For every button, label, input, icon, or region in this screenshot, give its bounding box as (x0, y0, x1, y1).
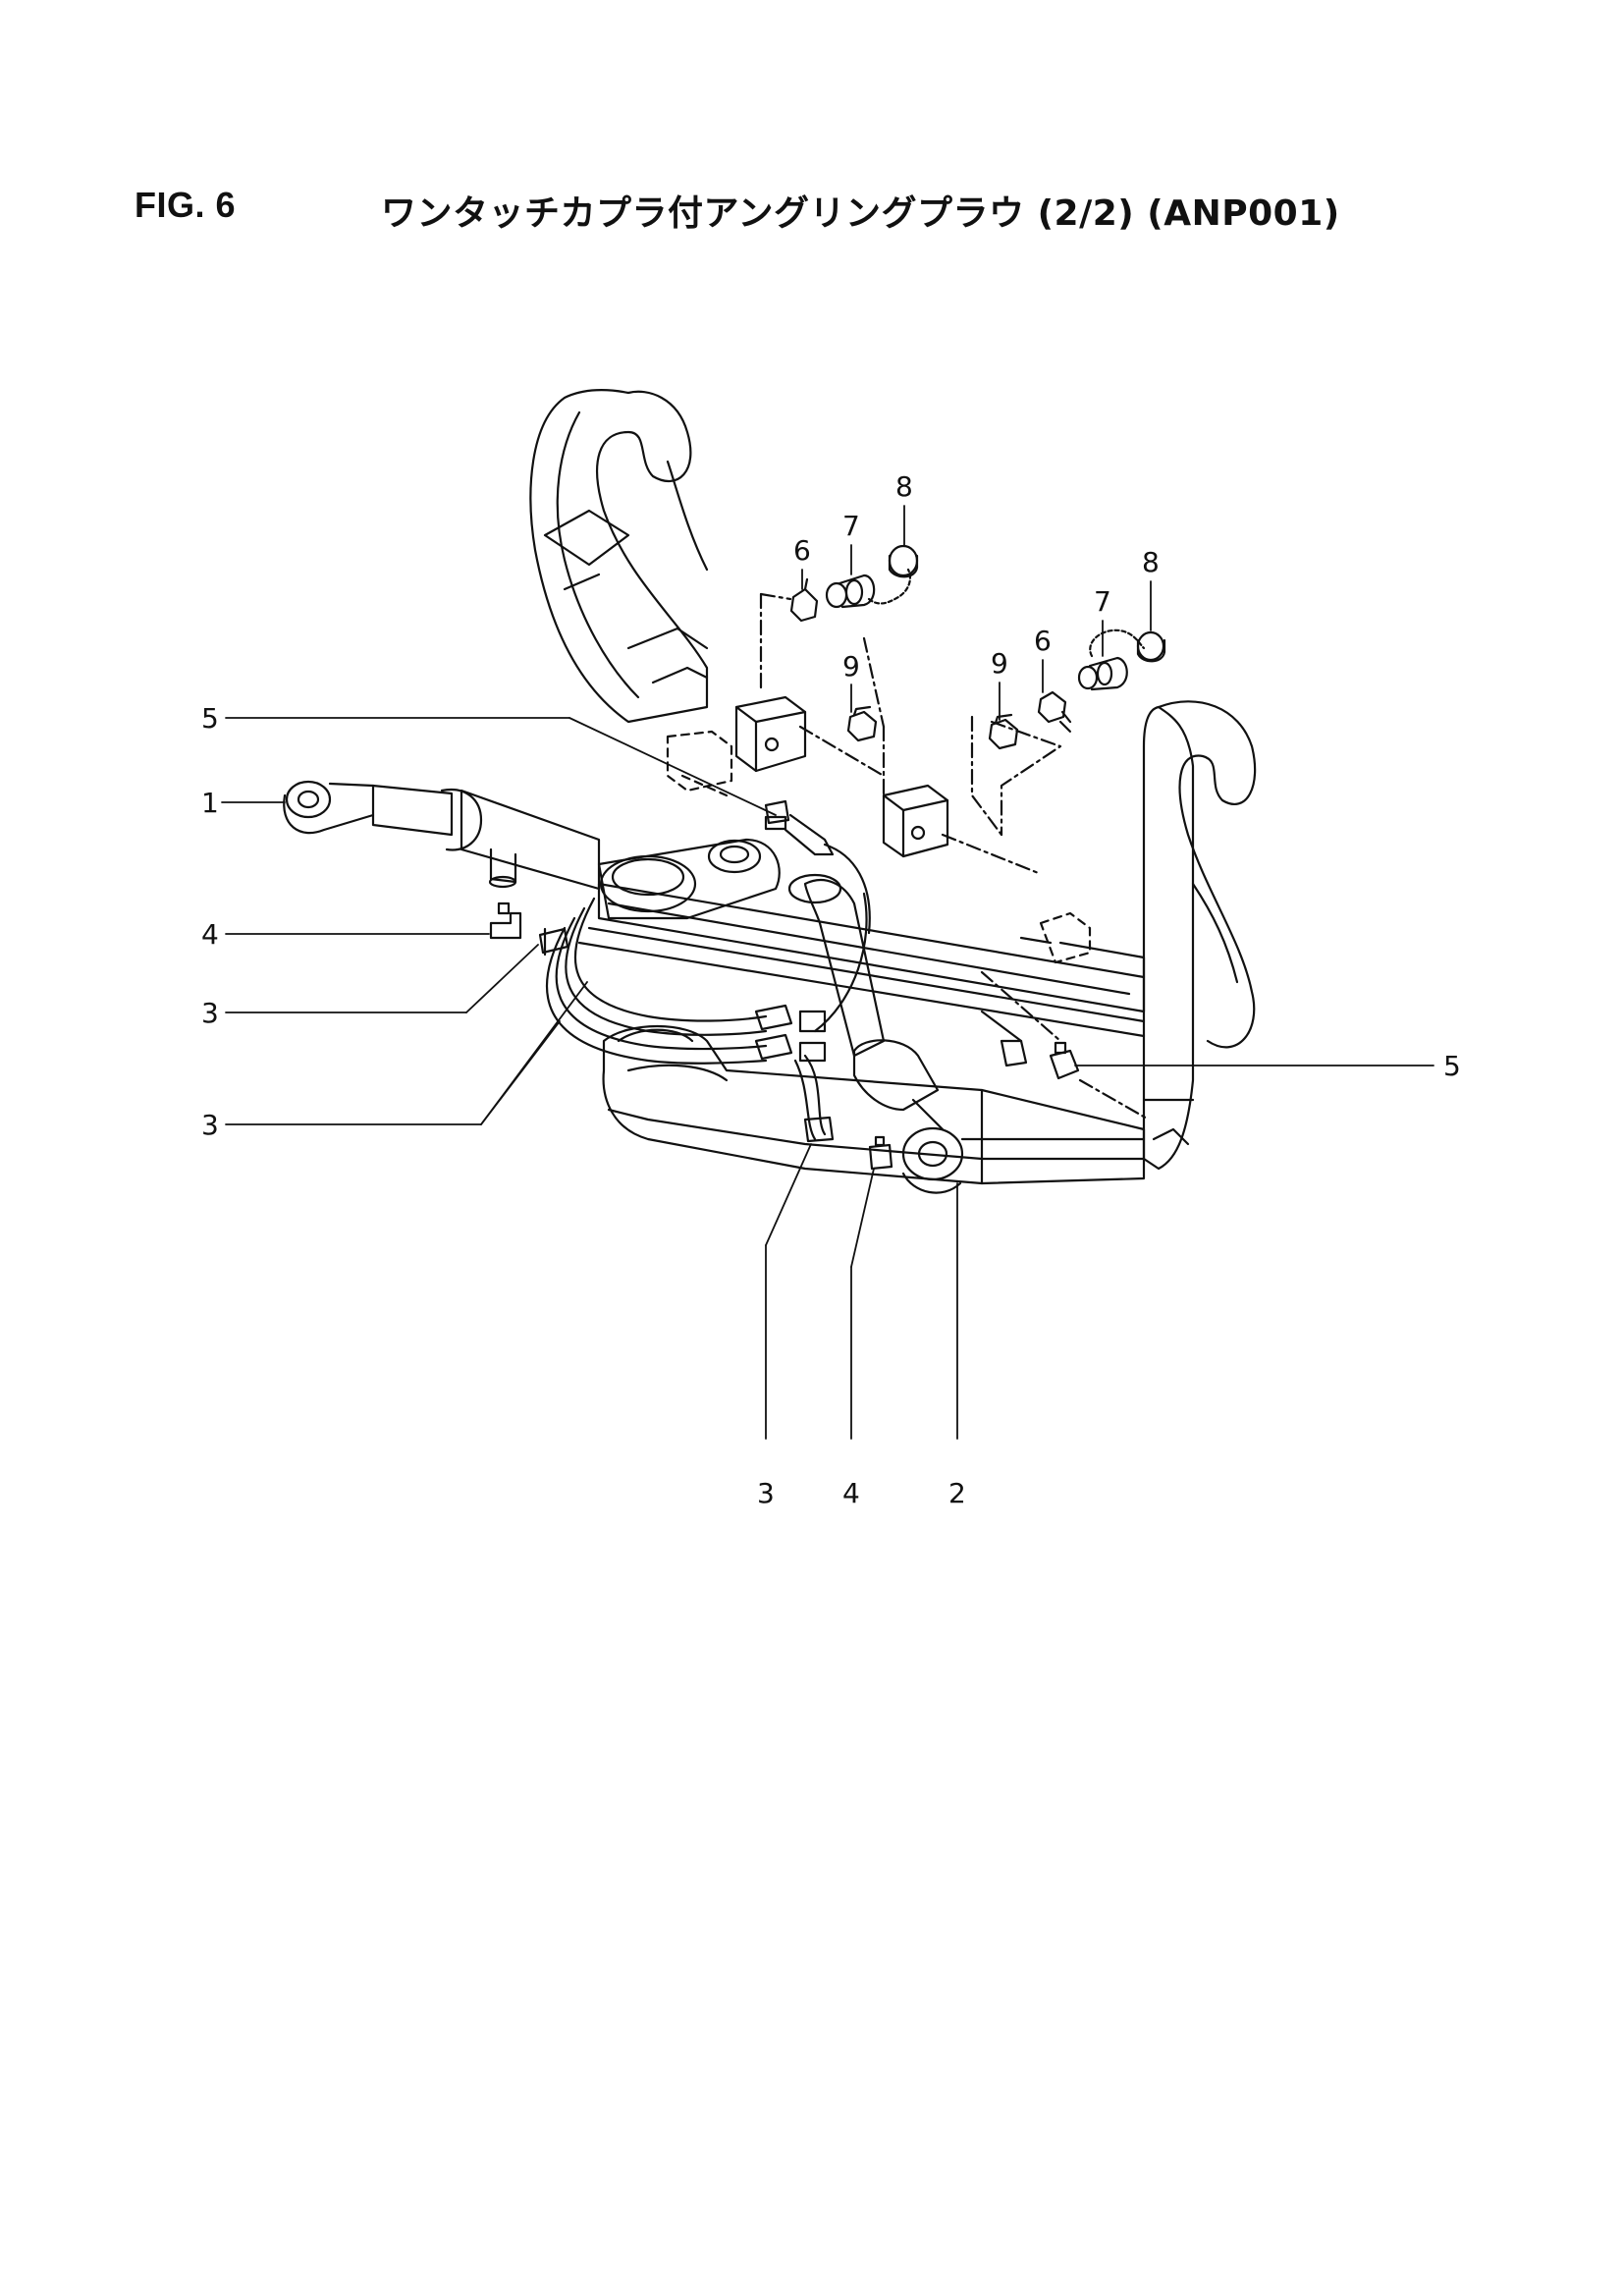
cylinder-2 (787, 873, 964, 1194)
callout-labels: 5 1 4 3 3 5 3 4 2 6 7 8 9 9 6 7 8 (201, 470, 1461, 1509)
callout-3-bottom: 3 (757, 1477, 775, 1509)
callout-4-bottom: 4 (842, 1477, 860, 1509)
fitting-adapter-left (538, 927, 569, 957)
callout-6-right: 6 (1034, 625, 1052, 657)
plug-left-9 (846, 705, 878, 742)
cylinder-1 (283, 780, 601, 891)
plug-right-9 (988, 713, 1019, 750)
figure-number: FIG. 6 (135, 185, 237, 225)
callout-3-left: 3 (201, 997, 219, 1029)
base-frame (602, 1025, 1146, 1185)
leader-lines (221, 505, 1434, 1440)
callout-5-right: 5 (1443, 1050, 1461, 1082)
callout-9-left: 9 (842, 650, 860, 683)
callout-2: 2 (948, 1477, 966, 1509)
assembly-lines (759, 592, 1151, 1121)
quick-coupler-set-right (1037, 629, 1166, 724)
callout-1: 1 (201, 787, 219, 819)
fitting-right-5 (1000, 1039, 1080, 1080)
fitting-adapter-center (764, 799, 835, 856)
coupler-block-1 (666, 695, 807, 797)
fitting-elbow-left (489, 902, 522, 940)
fitting-cluster-lower (754, 1004, 827, 1063)
callout-9-right: 9 (991, 647, 1008, 680)
callout-8-right: 8 (1142, 546, 1160, 578)
coupler-block-2 (882, 784, 1092, 964)
callout-7-right: 7 (1094, 585, 1111, 618)
callout-5-left: 5 (201, 702, 219, 735)
quick-coupler-set-left (789, 544, 919, 623)
callout-7-left: 7 (842, 510, 860, 542)
callout-4-left: 4 (201, 918, 219, 951)
callout-3-lower-left: 3 (201, 1109, 219, 1141)
right-hook-bracket (1142, 700, 1257, 1171)
figure-header: FIG. 6 ワンタッチカプラ付アングリングプラウ (2/2) (ANP001) (0, 185, 1623, 244)
fitting-lower-3 (803, 1116, 835, 1143)
pivot-boss (597, 838, 781, 920)
callout-6-left: 6 (793, 534, 811, 567)
fitting-lower-4 (868, 1135, 893, 1171)
left-hook-bracket (529, 389, 709, 724)
figure-title: ワンタッチカプラ付アングリングプラウ (2/2) (ANP001) (381, 193, 1340, 234)
callout-8-left: 8 (895, 470, 913, 503)
hydraulic-hoses (545, 843, 1023, 1141)
cross-rail (577, 882, 1146, 1038)
